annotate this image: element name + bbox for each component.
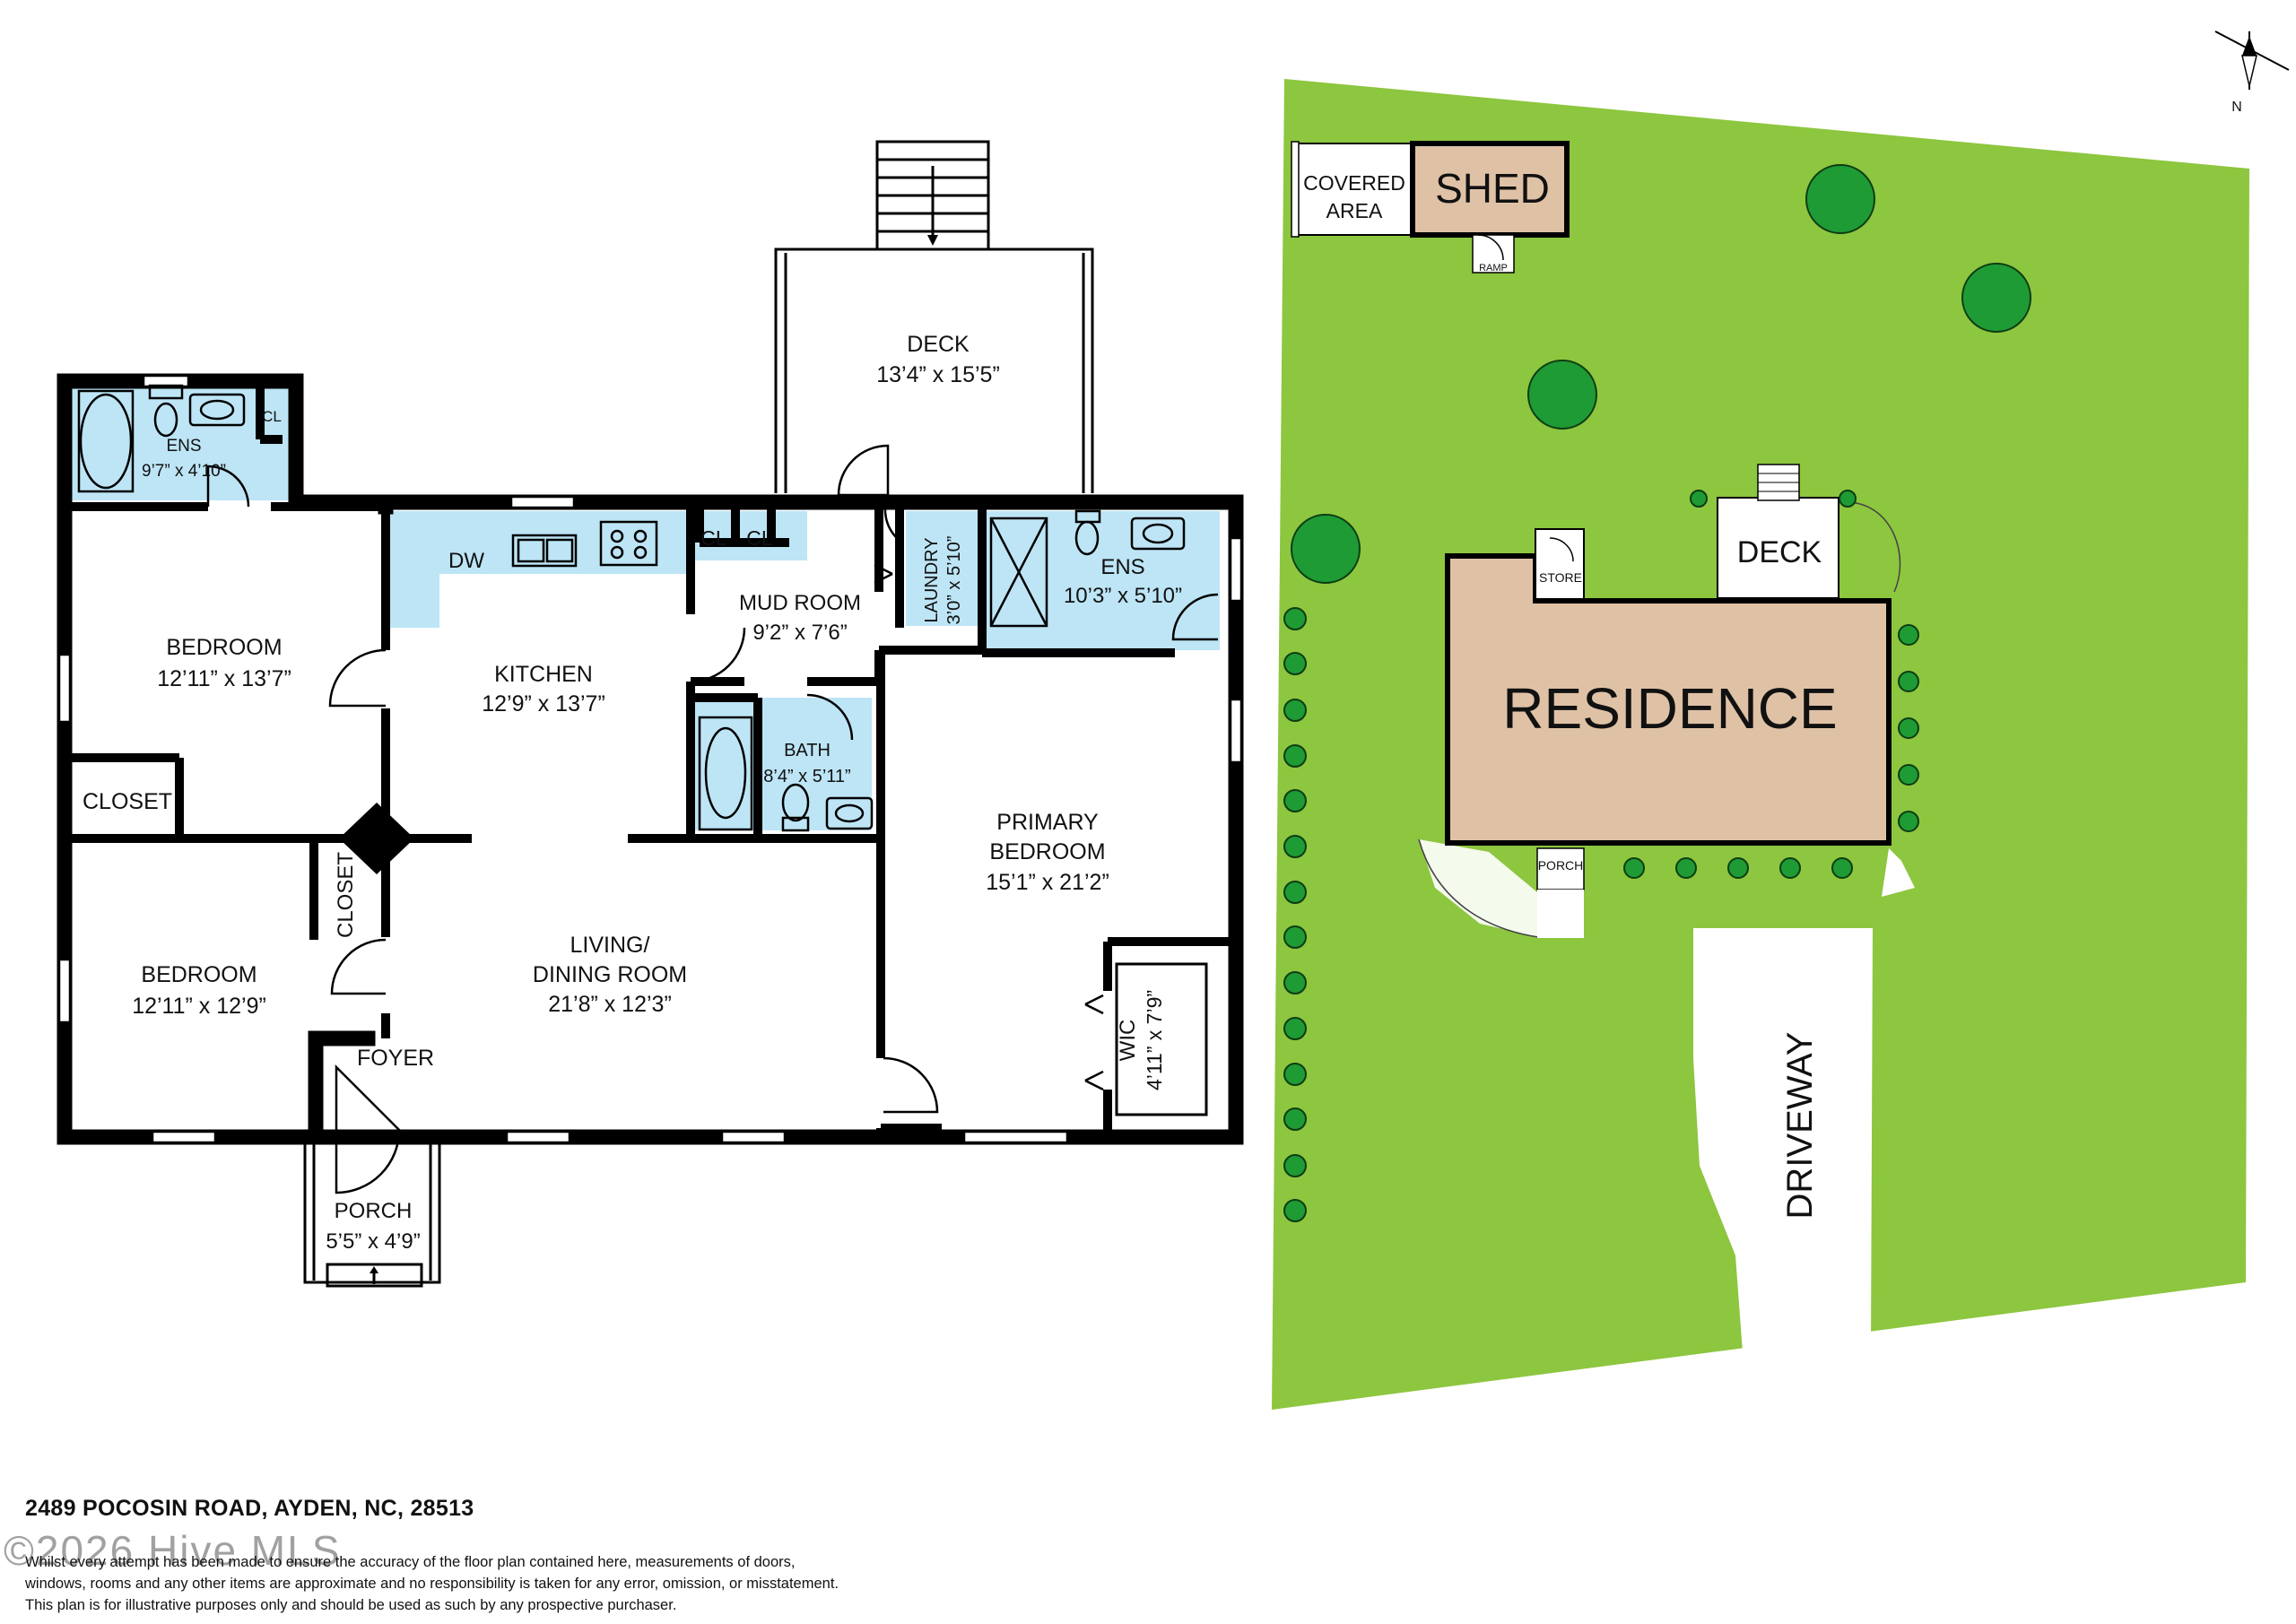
room-name: CLOSET [334,852,358,938]
room-name: CL [746,526,773,550]
fixtures [77,384,1186,832]
kitchen-counter-fill [386,511,686,628]
room-name: PRIMARY [996,810,1099,835]
room-dims: 21’8” x 12’3” [548,992,672,1017]
room-name: PORCH [335,1199,413,1223]
toilet-icon [781,783,810,822]
room-name: CLOSET [83,789,172,814]
north-arrow-icon: N [2214,30,2290,115]
room-dims: 15’1” x 21’2” [986,870,1109,895]
tree-icon [1291,514,1361,584]
ramp-label: RAMP [1479,263,1508,274]
room-name: CL [262,408,282,425]
copyright-watermark: ©2026 Hive MLS [4,1527,342,1574]
room-name: LAUNDRY [922,537,942,622]
windows [57,374,1243,1144]
driveway-label: DRIVEWAY [1780,1032,1820,1220]
room-dims: 12’9” x 13’7” [482,691,605,716]
room-dims: 9’7” x 4’10” [142,462,226,481]
room-name: BEDROOM [141,962,257,987]
covered-area [1295,143,1413,236]
front-porch [303,1137,441,1288]
driveway-area [1693,928,1873,1376]
site-porch-label: PORCH [1538,858,1584,873]
disclaimer: Whilst every attempt has been made to en… [25,1551,940,1616]
hedge-shrubs [1283,490,1919,1222]
room-name: BEDROOM [166,635,282,660]
room-labels: ENS 9’7” x 4’10” CL BEDROOM 12’11” x 13’… [83,332,1182,1254]
laundry-fill [906,511,982,626]
tree-icon [1805,164,1875,234]
room-name: BATH [784,741,831,760]
deck-rear [774,140,1094,493]
doors [206,444,1219,1194]
room-dims: 12’11” x 13’7” [157,666,291,691]
kitchen-counter-right [691,511,807,560]
room-name: ENS [1100,555,1144,579]
lawn-edge-right [1882,848,1915,897]
residence-label: RESIDENCE [1502,676,1837,741]
room-dims: 5’5” x 4’9” [326,1229,420,1254]
room-name: CL [700,526,727,550]
toilet-icon [153,402,178,438]
stove-icon [599,520,658,567]
wic-shelf [1115,962,1208,1116]
property-address: 2489 POCOSIN ROAD, AYDEN, NC, 28513 [25,1496,474,1521]
room-name: DECK [907,332,970,357]
trees [1291,164,2031,584]
north-label: N [2231,100,2242,115]
shower-icon [989,517,1048,628]
room-dims: DINING ROOM [533,962,687,987]
disclaimer-line: This plan is for illustrative purposes o… [25,1597,677,1613]
bathtub-icon [79,393,133,490]
covered-area-label: COVERED [1303,171,1405,195]
column-diamond [339,803,414,874]
room-dims: 3’0” x 5’10” [944,536,964,625]
tree-icon [1527,360,1597,430]
room-name: KITCHEN [494,662,593,687]
shed-label: SHED [1435,165,1550,212]
shed-ramp [1472,234,1515,274]
disclaimer-line: windows, rooms and any other items are a… [25,1576,839,1592]
covered-area-label: AREA [1326,199,1383,222]
bathtub-icon [704,726,747,820]
room-name: ENS [166,437,201,456]
room-dims: 9’2” x 7’6” [752,621,847,645]
room-dims: 13’4” x 15’5” [876,362,1000,387]
room-dims: 8’4” x 5’11” [763,767,850,786]
sink-icon [1142,523,1174,544]
lawn-edge-left [1419,839,1543,937]
site-plan: COVERED AREA SHED RAMP DECK STORE RESIDE… [1272,30,2290,1410]
disclaimer-line: Whilst every attempt has been made to en… [25,1554,796,1570]
room-dims: 10’3” x 5’10” [1064,584,1182,608]
tree-icon [1961,263,2031,333]
interior-walls [65,386,1236,1137]
room-dims: 12’11” x 12’9” [132,994,266,1019]
room-dims: 4’11” x 7’9” [1143,990,1166,1090]
shed [1410,141,1570,238]
site-store-label: STORE [1539,570,1582,585]
room-name: LIVING/ [570,933,650,958]
room-name: WIC [1116,1020,1140,1062]
house-floor-plan: ENS 9’7” x 4’10” CL BEDROOM 12’11” x 13’… [57,140,1244,1288]
room-name: FOYER [357,1046,434,1071]
sink-icon [834,803,865,823]
room-name: DW [448,549,484,573]
sink-icon [199,399,235,421]
room-dims: BEDROOM [989,839,1105,864]
site-deck-label: DECK [1737,535,1822,569]
room-name: MUD ROOM [739,591,861,615]
kitchen-sink-icon [511,534,578,568]
bath-fill [692,698,872,830]
